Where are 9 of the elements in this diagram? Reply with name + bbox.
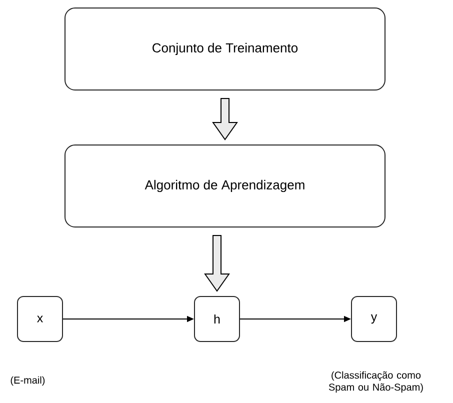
- process-box: Conjunto de Treinamento: [64, 8, 386, 90]
- variable-box: h: [194, 296, 240, 342]
- variable-box: x: [17, 296, 63, 342]
- caption-text: (Classificação como Spam ou Não-Spam): [328, 371, 423, 393]
- process-box: Algoritmo de Aprendizagem: [64, 144, 386, 228]
- variable-box: y: [351, 296, 397, 342]
- block-arrow: [204, 235, 230, 292]
- block-arrow: [212, 98, 238, 140]
- caption-text: (E-mail): [10, 376, 45, 386]
